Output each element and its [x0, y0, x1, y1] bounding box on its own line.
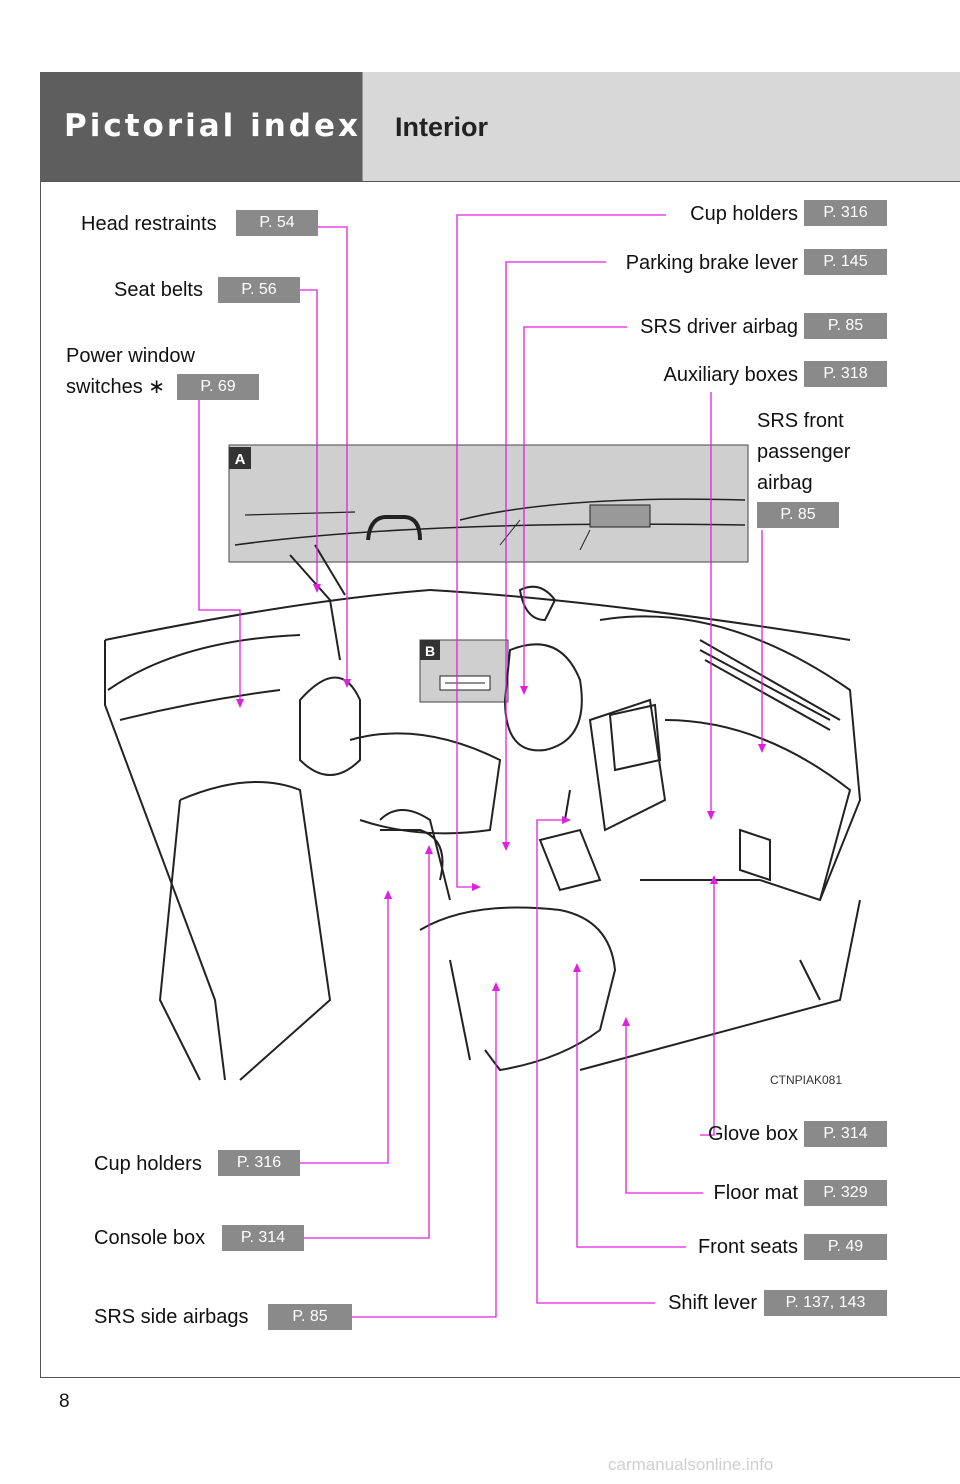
section-tab: Pictorial index	[40, 72, 362, 182]
page-ref-console-box[interactable]: P. 314	[222, 1225, 304, 1251]
page-ref-glove-box[interactable]: P. 314	[804, 1121, 887, 1147]
section-title: Pictorial index	[64, 108, 361, 144]
label-srs-side: SRS side airbags	[94, 1306, 249, 1328]
label-cup-holders-top: Cup holders	[690, 203, 798, 225]
page-header: Interior	[362, 72, 960, 182]
leader-arrowheads	[236, 584, 766, 1026]
image-code: CTNPIAK081	[770, 1073, 843, 1087]
page-ref-floor-mat[interactable]: P. 329	[804, 1180, 887, 1206]
page-ref-aux-boxes[interactable]: P. 318	[804, 361, 887, 387]
label-srs-front-line2: passenger	[757, 441, 851, 463]
page-ref-srs-driver[interactable]: P. 85	[804, 313, 887, 339]
label-glove-box: Glove box	[707, 1123, 798, 1145]
label-front-seats: Front seats	[697, 1236, 798, 1258]
label-shift-lever: Shift lever	[668, 1292, 757, 1314]
page-ref-srs-side[interactable]: P. 85	[268, 1304, 352, 1330]
page-title: Interior	[395, 112, 489, 142]
page-frame	[40, 72, 960, 1378]
label-console-box: Console box	[94, 1227, 206, 1249]
page-ref-cup-holders-top[interactable]: P. 316	[804, 200, 887, 226]
label-seat-belts: Seat belts	[114, 279, 203, 301]
label-srs-driver: SRS driver airbag	[640, 316, 798, 338]
page-ref-front-seats[interactable]: P. 49	[804, 1234, 887, 1260]
inset-a-overhead: A	[228, 444, 749, 563]
label-aux-boxes: Auxiliary boxes	[663, 364, 798, 386]
page-ref-cup-holders-bottom[interactable]: P. 316	[218, 1150, 300, 1176]
page-ref-shift-lever[interactable]: P. 137, 143	[764, 1290, 887, 1316]
label-power-window-line2: switches ∗	[66, 376, 166, 398]
inset-b-switches: B	[419, 639, 509, 703]
leader-lines	[198, 214, 763, 1318]
label-srs-front-line1: SRS front	[757, 410, 844, 432]
inset-a-label: A	[235, 451, 246, 468]
label-power-window-line1: Power window	[66, 345, 195, 367]
watermark: carmanualsonline.info	[608, 1455, 774, 1474]
page-ref-parking-brake[interactable]: P. 145	[804, 249, 887, 275]
page-ref-srs-front[interactable]: P. 85	[757, 502, 839, 528]
label-head-restraints: Head restraints	[81, 213, 217, 235]
label-floor-mat: Floor mat	[713, 1182, 798, 1204]
page-ref-power-window[interactable]: P. 69	[177, 374, 259, 400]
label-parking-brake: Parking brake lever	[625, 252, 798, 274]
header-divider	[40, 181, 960, 182]
car-interior-drawing	[104, 544, 862, 1081]
label-cup-holders-bottom: Cup holders	[94, 1153, 202, 1175]
page-number: 8	[59, 1391, 70, 1412]
page-ref-head-restraints[interactable]: P. 54	[236, 210, 318, 236]
page-ref-seat-belts[interactable]: P. 56	[218, 277, 300, 303]
inset-b-label: B	[425, 643, 435, 659]
label-srs-front-line3: airbag	[757, 472, 813, 494]
